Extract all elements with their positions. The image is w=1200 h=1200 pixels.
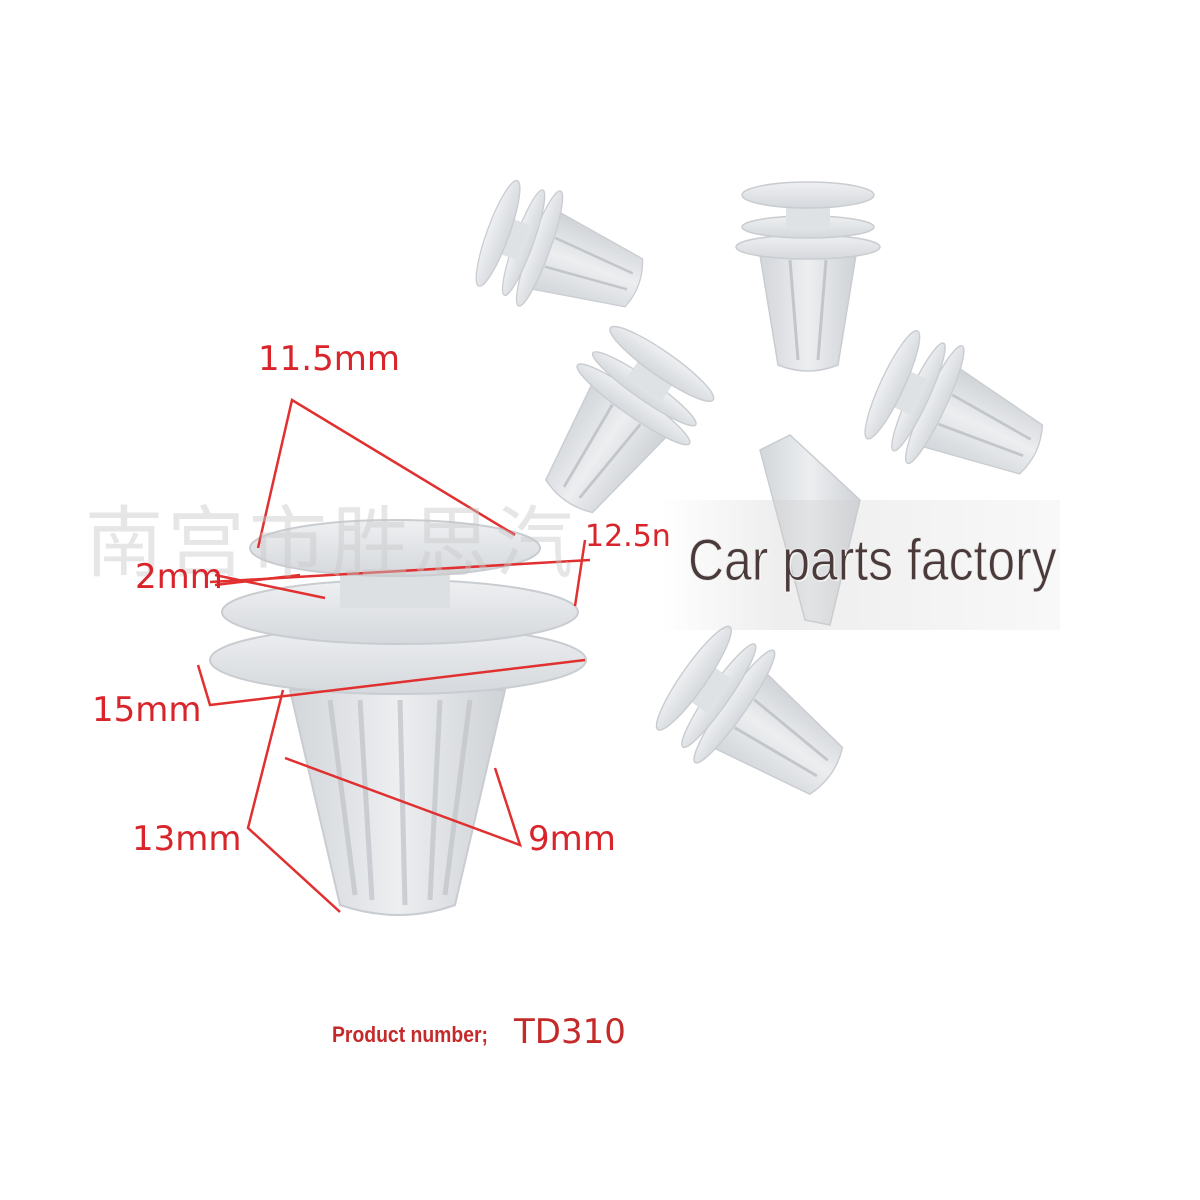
dim-head-width: 12.5n bbox=[585, 519, 671, 554]
product-number-value: TD310 bbox=[514, 1012, 626, 1052]
brand-overlay: Car parts factory bbox=[688, 528, 1058, 593]
dimension-lines bbox=[196, 398, 591, 913]
main-clip bbox=[209, 519, 587, 916]
clip-small-5 bbox=[643, 613, 872, 832]
watermark-text: 南宫市胜思汽 bbox=[85, 499, 578, 589]
clip-small-4 bbox=[853, 319, 1065, 512]
product-number-label: Product number; bbox=[332, 1022, 488, 1047]
clip-small-2 bbox=[734, 180, 882, 373]
dim-top-diameter: 11.5mm bbox=[258, 339, 400, 379]
clip-small-6 bbox=[759, 434, 861, 626]
dim-height: 13mm bbox=[132, 819, 242, 859]
dim-base-diameter: 15mm bbox=[92, 690, 202, 730]
clip-small-1 bbox=[465, 170, 661, 344]
dim-shank-diameter: 9mm bbox=[528, 819, 616, 859]
dim-gap: 2mm bbox=[135, 557, 223, 597]
brand-backdrop bbox=[660, 500, 1060, 630]
